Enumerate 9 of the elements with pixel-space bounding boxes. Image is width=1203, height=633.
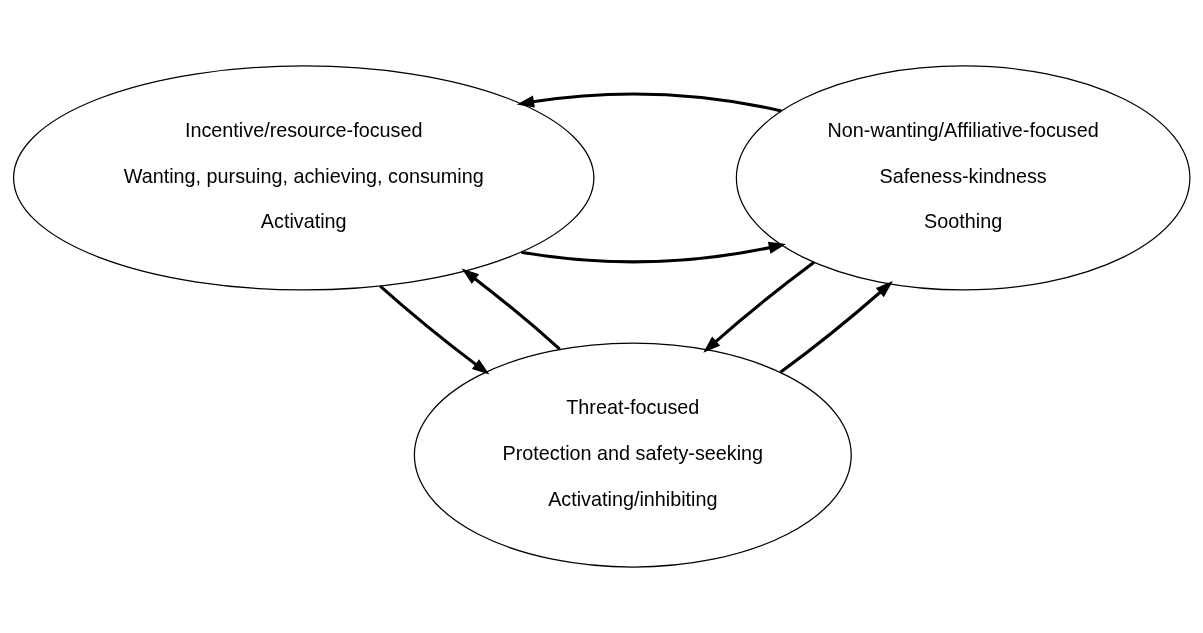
arrow — [521, 241, 787, 264]
arrow — [379, 285, 490, 375]
arrow — [461, 268, 561, 351]
node-ellipse: Incentive/resource-focused Wanting, pursuing, achieving, consuming Activating — [12, 65, 595, 291]
node-ellipse: Threat-focused Protection and safety-seeking Activating/inhibiting — [413, 342, 852, 568]
arrow — [516, 92, 782, 113]
node-ellipse: Non-wanting/Affiliative-focused Safeness-kindness Soothing — [735, 65, 1191, 291]
arrow — [703, 261, 815, 353]
arrow — [779, 281, 893, 374]
